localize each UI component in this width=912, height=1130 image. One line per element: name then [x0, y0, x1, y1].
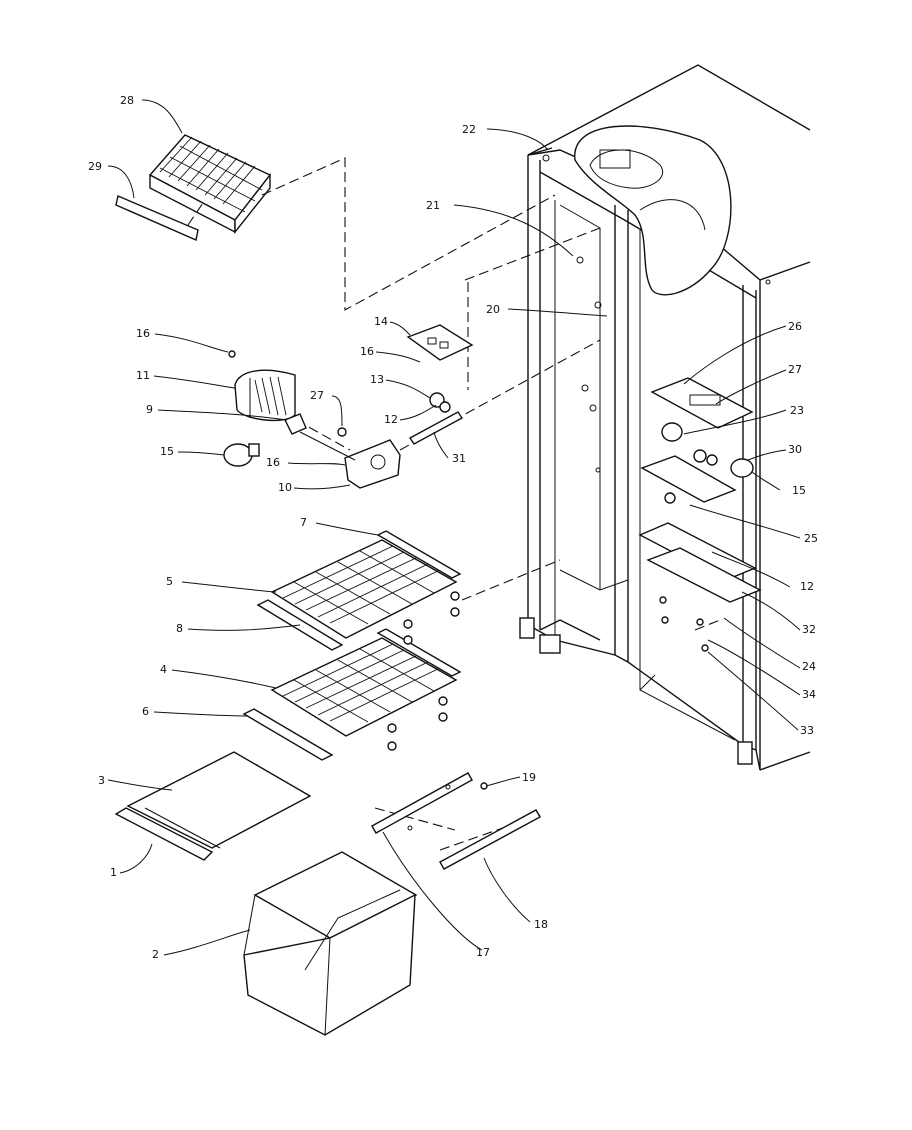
shelf-trim-6 [242, 708, 334, 761]
fan-housing-11 [234, 369, 296, 422]
callout-8: 8 [176, 622, 183, 635]
callout-17: 17 [476, 946, 490, 959]
callout-15a: 15 [160, 445, 174, 458]
control-housing-26 [650, 377, 754, 429]
screws-33-34 [659, 596, 709, 652]
callout-31: 31 [452, 452, 466, 465]
light-bulb-23 [661, 422, 683, 442]
control-bracket-25 [640, 455, 737, 504]
callout-28: 28 [120, 94, 134, 107]
callout-16a: 16 [136, 327, 150, 340]
callout-24: 24 [802, 660, 816, 673]
duct-housing [574, 125, 732, 296]
wire-shelf-5 [270, 530, 462, 639]
crisper-pan-2 [243, 851, 418, 1036]
callout-3: 3 [98, 774, 105, 787]
crisper-shelf-top [148, 134, 272, 235]
light-bracket-10 [299, 431, 401, 489]
callout-11: 11 [136, 369, 150, 382]
wire-shelf-4 [270, 628, 462, 737]
slide-rail-18 [439, 809, 541, 870]
callout-26: 26 [788, 320, 802, 333]
callout-12b: 12 [800, 580, 814, 593]
control-knob-13 [429, 392, 451, 413]
screw-27-left [337, 427, 347, 437]
screw-16-upper [228, 350, 236, 358]
callout-27a: 27 [310, 389, 324, 402]
light-shield-32 [638, 522, 762, 603]
callout-18: 18 [534, 918, 548, 931]
light-bulb-15-left [223, 443, 260, 467]
callout-27b: 27 [788, 363, 802, 376]
callout-21: 21 [426, 199, 440, 212]
callout-5: 5 [166, 575, 173, 588]
callout-13: 13 [370, 373, 384, 386]
callout-22: 22 [462, 123, 476, 136]
callout-12a: 12 [384, 413, 398, 426]
slide-rail-17 [371, 772, 473, 834]
callout-labels: 1 2 3 4 5 6 7 8 9 10 11 12 12 13 14 15 1… [88, 94, 818, 961]
callout-29: 29 [88, 160, 102, 173]
shelf-clips [387, 591, 460, 751]
callout-33: 33 [800, 724, 814, 737]
callout-19: 19 [522, 771, 536, 784]
callout-25: 25 [804, 532, 818, 545]
callout-23: 23 [790, 404, 804, 417]
callout-30: 30 [788, 443, 802, 456]
callout-10: 10 [278, 481, 292, 494]
callout-7: 7 [300, 516, 307, 529]
callout-20: 20 [486, 303, 500, 316]
leader-lines [107, 99, 801, 956]
crisper-cover-3 [114, 751, 312, 861]
light-bulb-15-right [693, 449, 754, 478]
callout-6: 6 [142, 705, 149, 718]
callout-16c: 16 [266, 456, 280, 469]
callout-15b: 15 [792, 484, 806, 497]
light-socket-9 [284, 413, 307, 435]
callout-9: 9 [146, 403, 153, 416]
callout-14: 14 [374, 315, 388, 328]
callout-1: 1 [110, 866, 117, 879]
trim-strip-29 [115, 195, 199, 241]
callout-2: 2 [152, 948, 159, 961]
callout-34: 34 [802, 688, 816, 701]
callout-4: 4 [160, 663, 167, 676]
callout-32: 32 [802, 623, 816, 636]
rod-31 [408, 411, 464, 445]
callout-16b: 16 [360, 345, 374, 358]
assembly-dash-lines [187, 157, 721, 851]
thermostat-bracket-14 [406, 324, 474, 361]
